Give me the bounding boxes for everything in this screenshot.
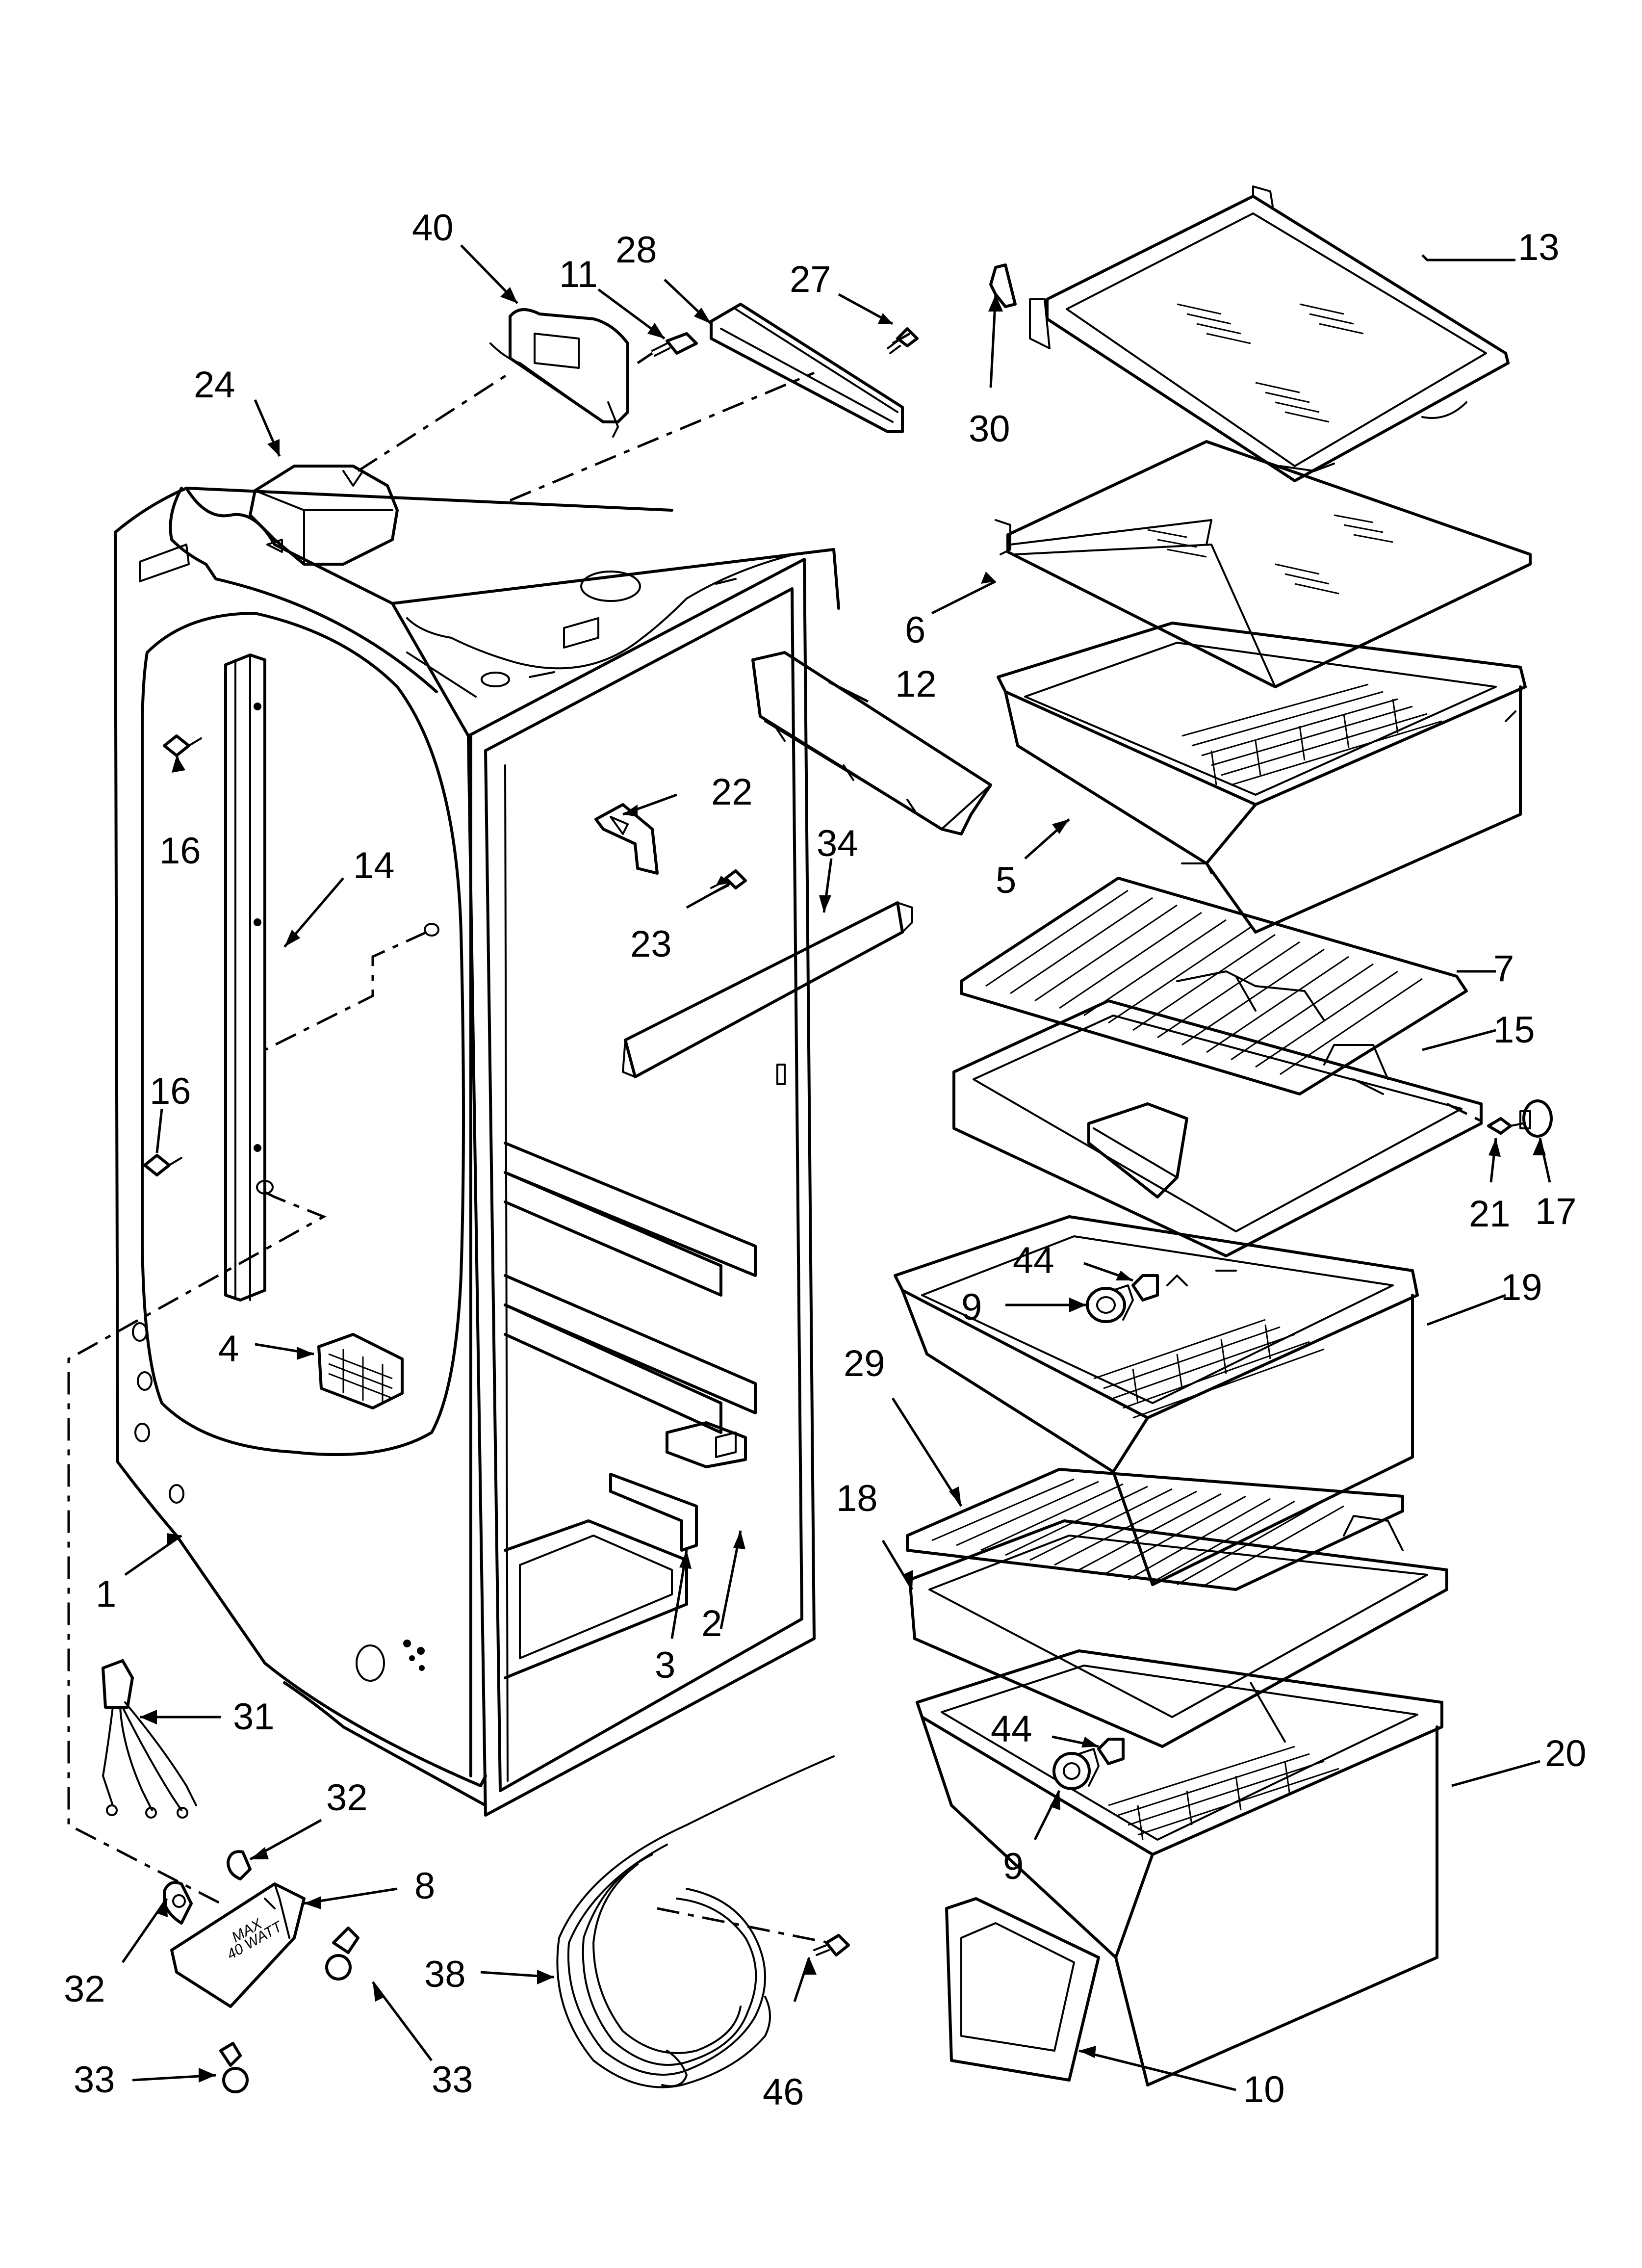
callout-34: 34 [817,823,858,864]
callout-12: 12 [895,663,937,705]
callout-38: 38 [424,1954,466,1995]
callout-19: 19 [1501,1267,1542,1308]
screw-part-27 [887,327,919,354]
callout-32-upper: 32 [326,1777,368,1819]
bar-part-34 [622,901,913,1078]
screw-part-11 [651,332,698,357]
callout-40: 40 [412,207,454,249]
rail-part-28 [710,303,904,433]
callout-33-upper: 33 [432,2059,473,2101]
callout-44-lower: 44 [991,1708,1032,1750]
drawer-part-5 [997,622,1527,934]
callout-29: 29 [844,1343,885,1384]
callout-14: 14 [353,845,395,886]
frame-part-18 [908,1515,1448,1748]
callout-18: 18 [836,1478,878,1519]
callout-21: 21 [1469,1193,1511,1235]
callout-9-lower: 9 [1003,1846,1024,1887]
callout-32-lower: 32 [64,1968,105,2010]
callout-28: 28 [616,229,657,271]
callout-2: 2 [701,1603,722,1644]
bracket-part-40 [489,308,629,438]
arrow-heads [140,287,1546,2083]
callout-9-upper: 9 [961,1286,982,1328]
callout-17: 17 [1535,1191,1577,1232]
clip-part-44-upper [1131,1274,1159,1302]
callout-20: 20 [1545,1733,1587,1774]
callout-15: 15 [1493,1009,1535,1051]
bracket-part-2 [666,1421,747,1468]
callout-11: 11 [559,254,598,295]
cover-part-12 [751,651,992,835]
frame-part-15 [952,999,1483,1257]
callout-3: 3 [655,1644,675,1686]
callout-6: 6 [905,609,925,651]
callout-31: 31 [233,1696,275,1738]
control-housing-part-24 [249,465,399,566]
bulb-part-33-lower [219,2042,249,2093]
callout-16-upper: 16 [159,830,201,872]
callout-46: 46 [763,2071,804,2113]
callout-4: 4 [218,1328,239,1370]
screw-part-46 [813,1934,850,1956]
cabinet-liner [114,487,840,1817]
callout-8: 8 [414,1865,435,1907]
tubing-coil-part-38 [556,1755,835,2088]
drawer-part-20 [916,1649,1443,2086]
clip-part-32-lower [163,1881,193,1925]
vent-part-4 [317,1333,404,1409]
bracket-part-22 [594,803,659,875]
roller-part-9-upper [1086,1284,1134,1323]
clip-part-30 [989,263,1017,308]
callout-33-lower: 33 [74,2059,115,2101]
wire-harness-part-31 [102,1659,197,1819]
callout-27: 27 [790,259,831,300]
callout-10: 10 [1243,2069,1285,2111]
bracket-part-3 [609,1473,698,1552]
top-shelf-part-13 [1029,185,1510,482]
callout-24: 24 [194,364,235,406]
panel-part-10 [945,1897,1100,2082]
clip-part-44-lower [1097,1738,1125,1765]
glass-shelf-part-6 [995,440,1532,688]
callout-1: 1 [96,1573,116,1615]
callout-5: 5 [996,860,1016,901]
assembly-lines [67,332,1487,1944]
screw-part-21 [1487,1117,1524,1135]
screw-part-16-upper [163,734,202,757]
bulb-part-33-upper [325,1927,359,1981]
shelf-part-7 [960,877,1468,1095]
callout-22: 22 [711,771,753,813]
roller-part-17 [1519,1099,1553,1138]
callout-16-lower: 16 [150,1070,191,1112]
clip-part-32-upper [227,1850,252,1880]
callout-13: 13 [1518,227,1560,268]
callout-23: 23 [630,923,672,965]
callout-labels: 40 11 28 27 30 13 24 6 12 22 34 5 16 14 … [64,207,1587,2113]
roller-part-9-lower [1052,1748,1100,1790]
track-part-14 [224,653,266,1302]
callout-44-upper: 44 [1013,1240,1054,1281]
screw-part-16-lower [143,1154,182,1176]
shelf-part-29 [906,1468,1404,1591]
callout-30: 30 [969,408,1010,450]
callout-7: 7 [1493,948,1514,990]
